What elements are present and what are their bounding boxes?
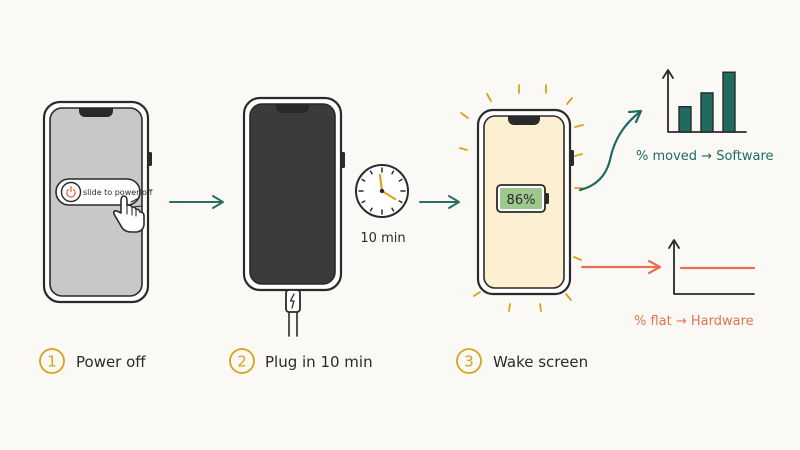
charging-cable xyxy=(285,289,301,337)
cable-cord xyxy=(288,311,298,337)
phone-power-off: slide to power off xyxy=(42,100,153,304)
slider-text: slide to power off xyxy=(83,188,153,197)
software-chart-axes xyxy=(667,71,747,133)
step-2: 2 Plug in 10 min xyxy=(229,348,373,374)
clock-hour-hand xyxy=(380,189,397,201)
hardware-label: % flat → Hardware xyxy=(634,314,754,329)
arrow-step2-to-step3 xyxy=(419,195,460,209)
step-1-number: 1 xyxy=(47,353,57,371)
step-3: 3 Wake screen xyxy=(456,348,588,374)
phone-awake: 86% xyxy=(459,84,584,312)
power-off-slider[interactable]: slide to power off xyxy=(55,178,153,206)
battery-icon: 86% xyxy=(496,184,549,213)
step-1-label: Power off xyxy=(76,353,146,371)
step-3-label: Wake screen xyxy=(493,353,588,371)
arrow-step1-to-step2 xyxy=(169,195,224,209)
step-3-circle xyxy=(456,348,482,374)
software-bar-1 xyxy=(678,105,692,133)
glow-rays-icon xyxy=(459,84,584,312)
phone2-screen xyxy=(249,103,336,285)
lightning-icon xyxy=(289,293,295,309)
battery-fill xyxy=(500,188,542,209)
timer-label: 10 min xyxy=(360,231,405,246)
step-3-number: 3 xyxy=(464,353,474,371)
step-2-number: 2 xyxy=(237,353,247,371)
step-1-circle xyxy=(39,348,65,374)
step-2-circle xyxy=(229,348,255,374)
step-1: 1 Power off xyxy=(39,348,146,374)
outcome-software: % moved → Software xyxy=(578,69,774,192)
step-2-label: Plug in 10 min xyxy=(265,353,373,371)
phone2-notch xyxy=(276,104,309,113)
software-label: % moved → Software xyxy=(636,149,774,164)
pointing-hand-icon xyxy=(113,195,145,233)
phone1-notch xyxy=(79,108,113,117)
arrow-to-software xyxy=(578,110,642,192)
outcome-hardware: % flat → Hardware xyxy=(580,239,756,329)
clock-minute-hand xyxy=(378,173,384,193)
battery-percent: 86% xyxy=(507,193,536,208)
power-icon xyxy=(66,185,76,198)
hardware-chart-axes xyxy=(673,241,755,295)
software-bar-3 xyxy=(722,71,736,133)
phone3-notch xyxy=(508,116,540,125)
software-bar-2 xyxy=(700,92,714,133)
software-bars xyxy=(678,71,736,133)
clock-icon xyxy=(355,164,409,218)
phone-charging xyxy=(242,96,345,337)
